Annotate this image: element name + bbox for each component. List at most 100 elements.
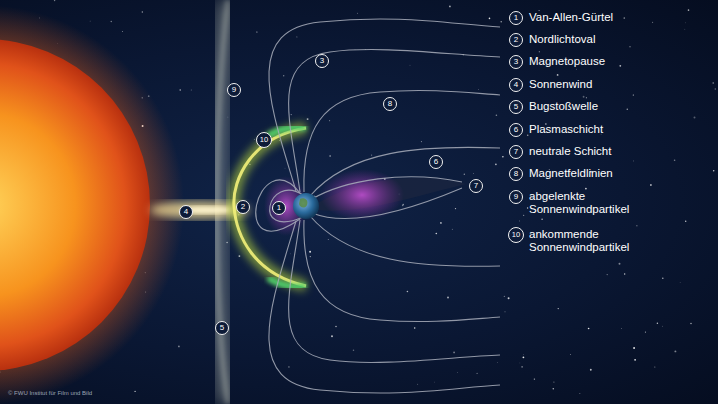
callout-number: 4 — [509, 78, 523, 92]
star — [585, 188, 587, 190]
star — [570, 354, 572, 356]
star — [553, 388, 555, 390]
star — [557, 74, 559, 76]
star — [435, 233, 437, 235]
star — [89, 20, 91, 22]
star — [715, 88, 716, 89]
callout-number: 9 — [509, 190, 523, 204]
key-label: Magnetopause — [529, 55, 605, 68]
key-label: Plasmaschicht — [529, 123, 603, 136]
star — [688, 9, 690, 11]
callout-number: 10 — [508, 227, 524, 243]
star — [440, 222, 442, 224]
star — [291, 114, 292, 115]
star — [253, 138, 255, 140]
star — [521, 366, 523, 368]
star — [447, 297, 449, 299]
star — [502, 156, 503, 157]
callout-number: 3 — [315, 54, 329, 68]
star — [534, 378, 535, 379]
star — [523, 356, 525, 358]
star — [452, 229, 453, 230]
callout-number: 4 — [179, 205, 193, 219]
star — [527, 207, 528, 208]
star — [508, 297, 510, 299]
star — [455, 208, 456, 209]
copyright-note: © FWU Institut für Film und Bild — [8, 390, 92, 397]
star — [142, 11, 143, 12]
key-label: Sonnenwind — [529, 78, 592, 91]
star — [54, 0, 55, 1]
star — [674, 160, 676, 162]
star — [190, 89, 192, 91]
star — [357, 12, 359, 14]
star — [283, 75, 284, 76]
sun-glow — [0, 5, 184, 404]
callout-number: 9 — [227, 83, 241, 97]
star — [414, 327, 415, 328]
star — [662, 277, 664, 279]
star — [694, 116, 696, 118]
star — [539, 10, 540, 11]
star — [497, 362, 499, 364]
callout-number: 1 — [509, 11, 523, 25]
star — [134, 391, 135, 392]
star — [329, 155, 330, 156]
star — [632, 160, 634, 162]
star — [121, 31, 123, 33]
star — [296, 36, 298, 38]
star — [407, 291, 409, 293]
earth-land — [299, 198, 307, 207]
key-label: Van-Allen-Gürtel — [529, 11, 613, 24]
callout-number: 3 — [509, 55, 523, 69]
star — [590, 369, 592, 371]
star — [409, 64, 411, 66]
star — [421, 141, 422, 142]
star — [290, 253, 292, 255]
star — [586, 97, 587, 98]
callout-number: 5 — [509, 100, 523, 114]
key-label: neutrale Schicht — [529, 145, 611, 158]
star — [111, 21, 112, 22]
auroral-oval — [268, 127, 306, 136]
star — [307, 118, 309, 120]
star — [178, 346, 180, 348]
star — [685, 221, 686, 222]
star — [489, 18, 491, 20]
star — [712, 82, 714, 84]
star — [456, 372, 458, 374]
star — [627, 109, 629, 111]
star — [654, 366, 655, 367]
star — [633, 347, 635, 349]
star — [417, 384, 418, 385]
star — [523, 215, 524, 216]
star — [371, 154, 372, 155]
sun — [0, 39, 150, 371]
star — [619, 65, 621, 67]
star — [553, 381, 554, 382]
key-label: Magnetfeldlinien — [529, 167, 613, 180]
star — [464, 174, 465, 175]
star — [496, 115, 498, 117]
callout-number: 2 — [509, 33, 523, 47]
key-label: Bugstoßwelle — [529, 100, 598, 113]
star — [519, 362, 521, 364]
star — [433, 381, 435, 383]
star — [473, 173, 475, 175]
callout-number: 6 — [429, 155, 443, 169]
star — [238, 255, 240, 257]
star — [504, 311, 505, 312]
star — [623, 17, 625, 19]
star — [619, 263, 621, 265]
star — [690, 323, 692, 325]
star — [684, 28, 686, 30]
star — [650, 184, 652, 186]
star — [504, 296, 505, 297]
star — [402, 204, 404, 206]
star — [476, 373, 477, 374]
star — [500, 21, 502, 23]
star — [579, 393, 581, 395]
star — [558, 308, 559, 309]
star — [685, 22, 687, 24]
